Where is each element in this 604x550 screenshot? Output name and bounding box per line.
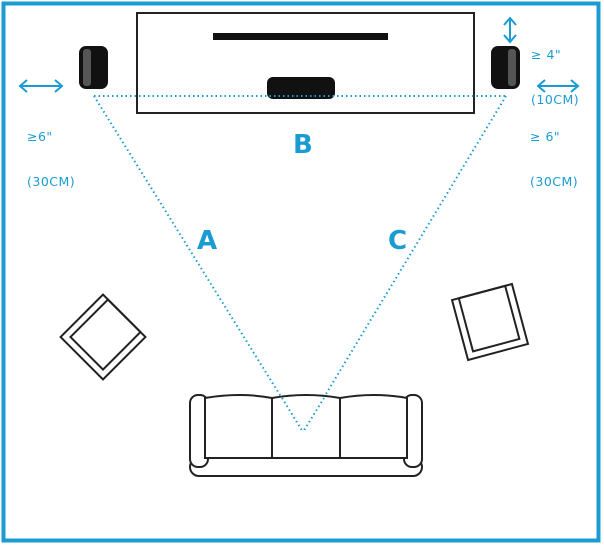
right-armchair: [450, 282, 530, 362]
tv-screen: [213, 33, 388, 40]
top-clearance-arrow: [503, 16, 517, 44]
side-c-line: [302, 95, 507, 433]
right-clearance-text: ≥ 6" (30CM): [530, 99, 578, 219]
side-a-label: A: [197, 226, 218, 256]
right-clearance-metric: (30CM): [530, 174, 579, 189]
top-clearance-text: ≥ 4" (10CM): [531, 17, 579, 137]
left-clearance-text: ≥6" (30CM): [27, 99, 75, 219]
left-armchair: [59, 293, 147, 381]
side-a-line: [93, 95, 304, 433]
left-clearance-metric: (30CM): [27, 174, 76, 189]
right-clearance-arrow: [536, 79, 580, 93]
room-outline: [1, 1, 601, 543]
left-speaker: [79, 46, 108, 89]
center-speaker: [267, 77, 335, 99]
side-b-label: B: [293, 130, 313, 160]
left-clearance-arrow: [18, 79, 64, 93]
left-clearance-value: ≥6": [27, 129, 53, 144]
top-clearance-metric: (10CM): [531, 92, 580, 107]
side-c-label: C: [388, 226, 408, 256]
sofa: [189, 394, 423, 477]
listening-triangle: [93, 95, 507, 433]
right-speaker: [491, 46, 520, 89]
right-clearance-value: ≥ 6": [530, 129, 561, 144]
top-clearance-value: ≥ 4": [531, 47, 562, 62]
